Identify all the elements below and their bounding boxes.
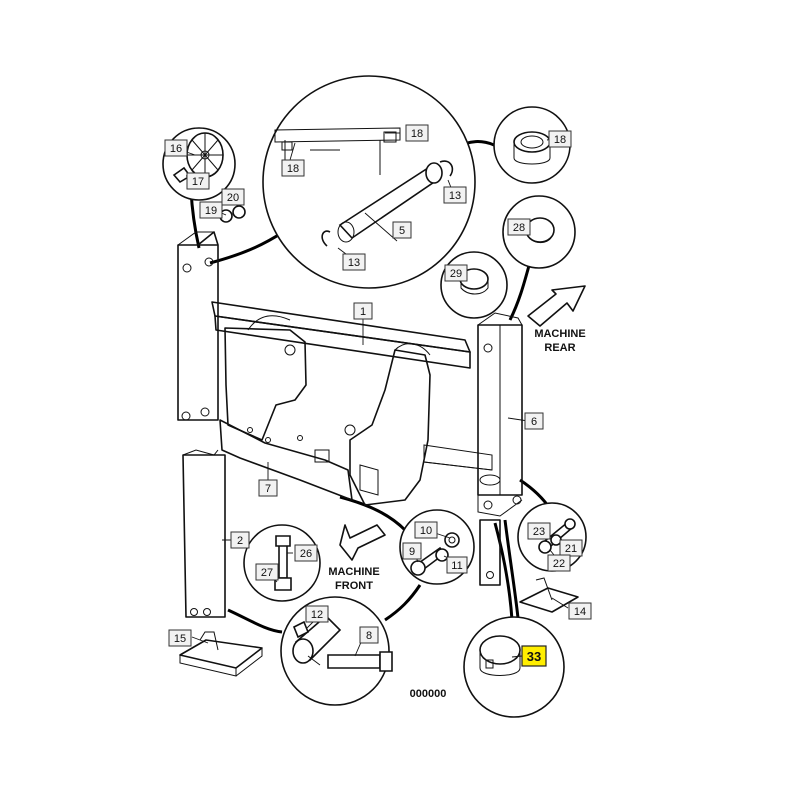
machine-rear-label-1: MACHINE xyxy=(534,328,585,340)
callout-9: 9 xyxy=(402,542,422,560)
callout-28: 28 xyxy=(507,218,531,236)
callout-1: 1 xyxy=(353,302,373,320)
machine-front-label-1: MACHINE xyxy=(328,566,379,578)
connector-33 xyxy=(503,519,520,619)
svg-text:5: 5 xyxy=(399,225,405,237)
left-leg-lower xyxy=(182,454,226,618)
svg-text:8: 8 xyxy=(366,630,372,642)
callout-2: 2 xyxy=(230,531,250,549)
top-detail-circle xyxy=(262,75,476,289)
callout-17: 17 xyxy=(186,172,210,190)
svg-text:12: 12 xyxy=(311,609,323,621)
callout-27: 27 xyxy=(255,563,279,581)
crossbeam-front xyxy=(214,315,471,369)
callout-18-left: 18 xyxy=(281,159,305,177)
callout-8: 8 xyxy=(359,626,379,644)
svg-text:33: 33 xyxy=(527,649,541,664)
callout-19: 19 xyxy=(199,201,223,219)
callout-33-highlighted: 33 xyxy=(521,645,547,667)
svg-text:23: 23 xyxy=(533,526,545,538)
connector-top-detail xyxy=(209,230,284,265)
callout-13-upper: 13 xyxy=(443,186,467,204)
callout-18-right: 18 xyxy=(548,130,572,148)
callout-15: 15 xyxy=(168,629,192,647)
svg-text:20: 20 xyxy=(227,192,239,204)
left-bracket xyxy=(224,327,307,441)
svg-text:28: 28 xyxy=(513,222,525,234)
foot-plate-15 xyxy=(179,639,263,669)
svg-text:7: 7 xyxy=(265,483,271,495)
svg-text:29: 29 xyxy=(450,268,462,280)
svg-text:9: 9 xyxy=(409,546,415,558)
callout-26: 26 xyxy=(294,544,318,562)
circlip-right xyxy=(439,160,454,177)
callout-5: 5 xyxy=(392,221,412,239)
svg-text:15: 15 xyxy=(174,633,186,645)
left-plate xyxy=(219,419,353,501)
connector-12 xyxy=(227,608,283,634)
svg-text:11: 11 xyxy=(451,560,462,572)
callout-10: 10 xyxy=(414,521,438,539)
svg-text:18: 18 xyxy=(554,134,566,146)
front-arrow xyxy=(339,524,386,561)
svg-text:26: 26 xyxy=(300,548,312,560)
right-bracket xyxy=(349,349,431,506)
pin-detail-circle xyxy=(280,596,390,706)
svg-text:19: 19 xyxy=(205,205,217,217)
circlip-left xyxy=(321,230,331,247)
svg-text:14: 14 xyxy=(574,606,586,618)
machine-front-label-2: FRONT xyxy=(335,580,373,592)
drawing-number: 000000 xyxy=(410,688,447,700)
svg-text:27: 27 xyxy=(261,567,273,579)
svg-text:18: 18 xyxy=(287,163,299,175)
connector-right-loop xyxy=(384,584,422,622)
foot-plate-14 xyxy=(519,587,579,613)
callout-20: 20 xyxy=(221,188,245,206)
svg-text:17: 17 xyxy=(192,176,204,188)
callout-labels: 1 2 5 6 7 8 9 10 11 12 13 13 14 15 16 17… xyxy=(164,124,592,667)
svg-text:2: 2 xyxy=(237,535,243,547)
svg-text:16: 16 xyxy=(170,143,182,155)
svg-text:21: 21 xyxy=(565,543,577,555)
callout-13-lower: 13 xyxy=(342,253,366,271)
svg-text:13: 13 xyxy=(348,257,360,269)
callout-7: 7 xyxy=(258,479,278,497)
captions: MACHINE REAR MACHINE FRONT 000000 xyxy=(328,328,585,700)
callout-23: 23 xyxy=(527,522,551,540)
callout-18-top: 18 xyxy=(405,124,429,142)
right-upright xyxy=(477,324,523,496)
callout-21: 21 xyxy=(559,539,583,557)
detail-contents xyxy=(172,127,576,676)
pulley-detail-circle xyxy=(463,616,565,718)
connector-cap-28 xyxy=(508,261,532,321)
callout-29: 29 xyxy=(444,264,468,282)
svg-text:6: 6 xyxy=(531,416,537,428)
main-frame xyxy=(177,231,586,677)
callout-12: 12 xyxy=(305,605,329,623)
svg-text:1: 1 xyxy=(360,306,366,318)
connector-33b xyxy=(493,522,514,621)
callout-16: 16 xyxy=(164,139,188,157)
svg-text:18: 18 xyxy=(411,128,423,140)
machine-rear-label-2: REAR xyxy=(544,342,575,354)
callout-11: 11 xyxy=(446,556,468,574)
svg-text:22: 22 xyxy=(553,558,565,570)
left-upright-upper xyxy=(177,244,219,421)
svg-text:13: 13 xyxy=(449,190,461,202)
svg-text:10: 10 xyxy=(420,525,432,537)
right-leg-lower xyxy=(479,519,501,586)
callout-22: 22 xyxy=(547,554,571,572)
rear-arrow xyxy=(527,285,586,327)
callout-6: 6 xyxy=(524,412,544,430)
callout-14: 14 xyxy=(568,602,592,620)
